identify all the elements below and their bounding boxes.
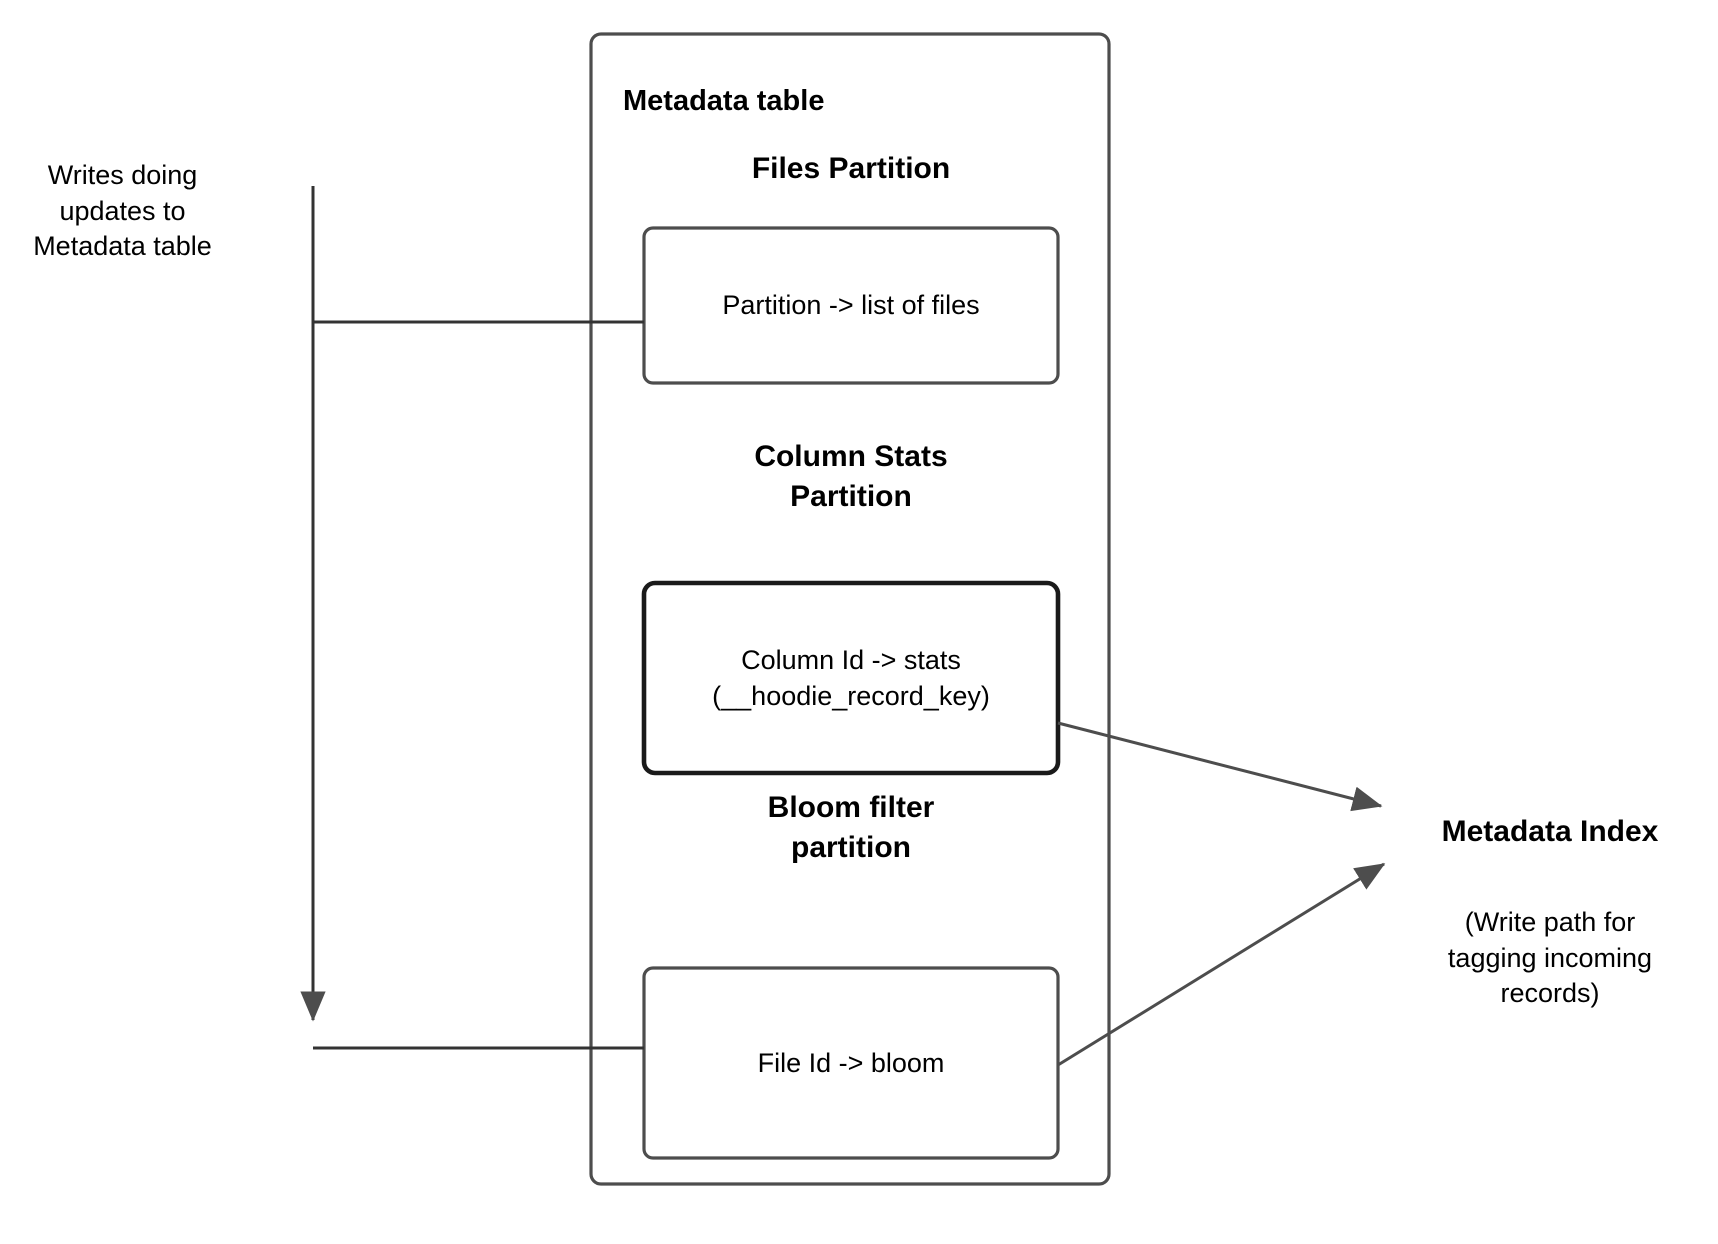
column-stats-to-metadata-index-line (1057, 721, 1383, 812)
metadata-table-title: Metadata table (623, 85, 825, 117)
writes-note-label: Writes doing updates to Metadata table (33, 160, 212, 262)
files-partition-box (642, 226, 1060, 385)
metadata-index-title: Metadata Index (1441, 815, 1659, 848)
files-partition-box-text: Partition -> list of files (722, 290, 980, 321)
bloom-filter-heading: Bloom filter partition (767, 791, 935, 864)
column-stats-heading: Column Stats Partition (754, 440, 948, 513)
column-stats-box-text: Column Id -> stats (__hoodie_record_key) (712, 644, 990, 711)
bloom-filter-to-metadata-index-line (1057, 862, 1386, 1067)
bloom-filter-box-text: File Id -> bloom (757, 1047, 945, 1078)
metadata-index-caption: (Write path for tagging incoming records… (1447, 907, 1653, 1009)
bloom-filter-box (642, 966, 1060, 1160)
files-partition-heading: Files Partition (751, 152, 951, 185)
column-stats-box (641, 580, 1061, 776)
